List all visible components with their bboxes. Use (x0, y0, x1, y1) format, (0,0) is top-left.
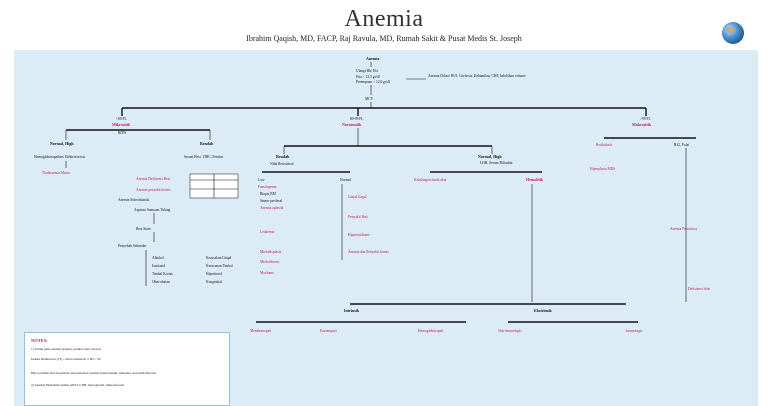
normo-low: Rendah (276, 154, 290, 159)
normo-range: 80-99 FL (350, 117, 363, 121)
macro-d: Anemia Pernisiosa (670, 227, 697, 231)
edge (65, 130, 211, 140)
normo-normal-2: Hipotiroidisme (348, 233, 370, 237)
normo-high-a: LDH, Serum Bilirubin (480, 161, 513, 166)
micro-right-e: Anemia Sideroblastik (118, 198, 149, 202)
micro-list-0: Alkohol (152, 256, 164, 260)
bottom-left-a: Membranopati (250, 329, 271, 333)
micro-right-f: Aspirasi Sumsum Tulang (134, 208, 171, 212)
normo-label: Normositik (342, 122, 362, 127)
node-step1: Ulangi Hb/ Hct (356, 69, 378, 73)
normo-low-0: Biopsi BM (260, 192, 277, 196)
micro-right-a: Serum Besi, TIBC, Ferritin (184, 155, 223, 160)
macro-a: Retikulosit (596, 143, 612, 147)
node-step1-a: Pria < 13,5 gr/dl (356, 75, 380, 80)
normo-normal-3: Anemia dan Penyakit kronis (348, 250, 389, 254)
macro-range: >99 FL (640, 117, 651, 121)
bottom-left-b: Enzimopati (320, 329, 337, 333)
header: Anemia Ibrahim Qaqish, MD, FACP, Raj Rav… (0, 0, 768, 50)
node-mcv: MCV (365, 97, 374, 101)
micro-right-d: Anemia penyakit kronis (136, 188, 171, 192)
macro-e: Defisiensi folat (688, 287, 710, 291)
micro-left-b: Thalassemia Minor (42, 171, 71, 175)
page-title: Anemia (344, 6, 424, 32)
normo-low-2: Anemia aplastik (260, 206, 284, 210)
normo-low-3: Leukemia (260, 230, 275, 234)
micro-rhs-1: Keracunan Timbal (206, 264, 233, 268)
normo-low-b: Pansitopenia (258, 185, 277, 189)
macro-c: Hiperplasia MDS (590, 167, 615, 171)
node-step1-b: Perempuan < 12,0 gr/dl (356, 80, 390, 85)
bottom-right-a: Non-imunologis (498, 329, 522, 333)
table-grid (190, 174, 238, 198)
globe-icon (722, 22, 744, 44)
bottom-left-c: Hemoglobinopati (418, 329, 443, 333)
normo-normal: Normal (340, 178, 351, 182)
micro-label: Mikrositik (112, 122, 131, 127)
node-root: Anemia (366, 56, 379, 61)
notes-line-3: 2) Anemia Hemolitik dalam ANTI, LDH, hap… (31, 383, 125, 387)
notes-heading: NOTES: (31, 338, 48, 343)
normo-high: Normal, High (478, 154, 502, 159)
edge (283, 128, 493, 154)
normo-low-4: Mielodisplasia (260, 250, 282, 254)
micro-right-h: Penyebab Sekunder (118, 244, 147, 248)
normo-low-1: Smear periferal (260, 199, 282, 203)
micro-left-a: Hemoglobinopathies Elektroforesis (34, 155, 86, 159)
normo-high-c: Hemolitik (526, 177, 544, 182)
normo-low-lbl: Low (258, 178, 265, 182)
page-subtitle: Ibrahim Qaqish, MD, FACP, Raj Ravula, MD… (246, 34, 522, 43)
micro-left: Normal, High (50, 141, 74, 146)
normo-low-a: Nilai Reticulosit (270, 162, 294, 166)
micro-list-3: Obat-obatan (152, 280, 170, 284)
macro-b: B12, Folat (674, 143, 689, 148)
micro-list-2: Timbal Kronis (152, 272, 174, 276)
bottom-right: Ekstrinsik (534, 308, 553, 313)
micro-right: Rendah (200, 141, 214, 146)
normo-normal-1: Penyakit Hati (348, 215, 368, 219)
notes-line-2: Hipovolemik dan despatieni pada keadaan … (31, 371, 157, 375)
macro-label: Makrositik (632, 122, 652, 127)
bottom-right-b: Imunologis (626, 329, 643, 333)
micro-rhs-2: Hipertiroid (206, 272, 222, 276)
micro-right-c: Anemia Defisiensi Besi (136, 177, 170, 181)
node-step1-side: Anemia Dilusi/ BUI, Cirrhosis, Kehamilan… (428, 74, 526, 79)
micro-list-1: Isoniazid (152, 264, 165, 268)
normo-normal-0: Ginjal Gagal (348, 195, 366, 199)
micro-range: <80 FL (116, 117, 127, 121)
notes-line-1: Indeks Retikulosit (TI) = nilai retikulo… (31, 357, 101, 361)
micro-rdw: RDW (118, 131, 127, 135)
normo-low-5: Mielofibrosis (260, 260, 280, 264)
micro-right-g: Besi Stain (136, 227, 151, 231)
edge (121, 108, 647, 116)
micro-rhs-0: Kerusakan Ginjal (206, 256, 231, 260)
normo-low-6: Myeloma (260, 271, 274, 275)
normo-high-b: Kehilangan darah akut (414, 178, 447, 182)
notes-line-0: 1) Untuk jenis anemia apapun, periksa ul… (31, 347, 101, 351)
bottom-mid: Intrinsik (344, 308, 360, 313)
micro-rhs-3: Kongenital (206, 280, 222, 284)
flowchart: Anemia Ulangi Hb/ Hct Pria < 13,5 gr/dl … (34, 56, 710, 333)
notes-box: NOTES: 1) Untuk jenis anemia apapun, per… (24, 332, 230, 406)
